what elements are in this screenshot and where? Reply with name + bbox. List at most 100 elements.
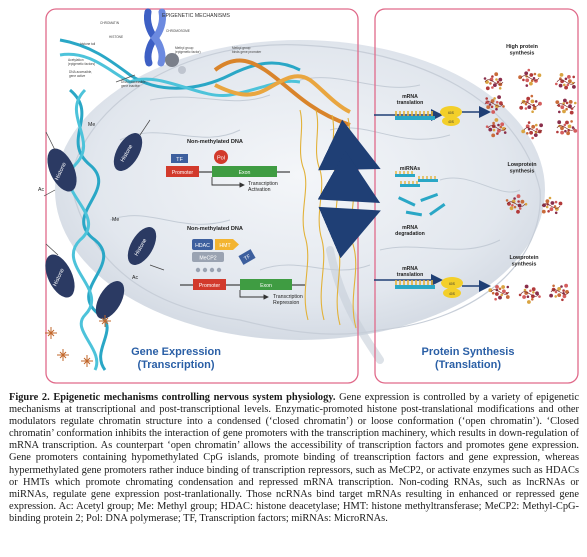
histone-2: Histone [113,133,143,171]
acetylation-label: Acetylation(epigenetic factors) [68,58,95,66]
histone-tail-label: histone tail [80,42,96,46]
caption-body: Gene expression is controlled by a varie… [9,392,579,524]
histone-3: Histone [127,227,157,265]
svg-text:Exon: Exon [239,170,251,176]
svg-text:Promoter: Promoter [199,283,221,289]
epigenetics-figure: EPIGENETIC MECHANISMS CHROMATIN CHROMOSO… [38,8,579,384]
me-label-2: Me [112,217,119,223]
protein-cluster [488,285,510,301]
svg-text:HMT: HMT [219,243,231,249]
svg-text:TF: TF [176,157,183,163]
chromosome-icon [144,8,166,67]
mecp2-block: MeCP2 [192,252,224,262]
histone-1: Histone [47,148,77,192]
chromatin-label: CHROMATIN [100,21,120,25]
chromosome-label: CHROMOSOME [166,29,190,33]
ribosome-1: 60S 40S [440,106,462,126]
protein-cluster [521,121,543,140]
repression-arrow [239,290,269,300]
svg-text:Pol: Pol [217,156,225,162]
tf-block-activation: TF [171,154,188,163]
protein-synthesis-title: Protein Synthesis(Translation) [422,346,515,371]
protein-cluster [519,94,542,113]
methyl-group-icon [178,66,186,74]
svg-text:Promoter: Promoter [172,170,194,176]
svg-text:40S: 40S [448,120,454,124]
ac-label-2: Ac [132,275,138,281]
histone-tails [43,119,165,271]
promoter-block-repression: Promoter [193,279,226,290]
caption-title: Figure 2. Epigenetic mechanisms controll… [9,392,336,403]
activation-arrow [211,177,245,188]
brain-background [55,40,545,364]
mrna-strand-2 [395,280,435,289]
figure-caption: Figure 2. Epigenetic mechanisms controll… [9,392,579,555]
ribosome-2: 60S 40S [441,277,463,298]
svg-text:Exon: Exon [260,283,272,289]
protein-cluster [484,95,505,114]
svg-text:HDAC: HDAC [195,243,210,249]
svg-text:DNA accessible,gene active: DNA accessible,gene active [69,70,92,78]
svg-text:60S: 60S [448,111,454,115]
methyl-bracket-icon [115,74,136,83]
protein-clusters [483,68,578,304]
hmt-block: HMT [215,239,239,250]
methyl-group-epigenetic-label: Methyl group(epigenetic factor) [175,46,201,54]
svg-text:Methyl group(epigenetic factor: Methyl group(epigenetic factor) [175,46,201,54]
histone-label: HISTONE [109,35,123,39]
mrna-fragments [397,192,446,217]
protein-cluster [555,98,577,115]
svg-text:40S: 40S [449,292,455,296]
hdac-block: HDAC [192,239,213,250]
mirna-strands [395,171,438,187]
svg-text:MeCP2: MeCP2 [199,256,216,262]
panel-arrows [317,119,381,259]
histone-4: Histone [45,254,75,298]
protein-cluster [556,120,578,136]
svg-text:Gene Expression(Transcription): Gene Expression(Transcription) [131,346,221,371]
svg-text:TF: TF [243,254,251,262]
activation-heading: Non-methylated DNA [187,139,243,145]
me-label-1: Me [88,122,95,128]
dna-inaccessible-label: DNA inaccessible,gene inactive [121,80,147,88]
methyl-molecules [45,315,111,367]
protein-cluster [518,284,541,304]
exon-block-repression: Exon [240,279,292,290]
dna-helix-top [59,38,351,127]
protein-cluster [483,72,504,91]
dna-helix-vertical [67,88,109,371]
svg-text:Acetylation(epigenetic factors: Acetylation(epigenetic factors) [68,58,95,66]
epigenetic-mechanisms-title: EPIGENETIC MECHANISMS [162,13,231,19]
tf-block-repression: TF [238,249,256,265]
histone-5 [95,281,125,319]
mrna-strand-1 [395,111,435,120]
svg-text:Protein Synthesis(Translation): Protein Synthesis(Translation) [422,346,515,371]
protein-cluster [485,118,507,138]
protein-cluster [555,73,576,90]
pol-badge: Pol [214,150,228,164]
protein-cluster [518,68,542,87]
ac-label-1: Ac [38,187,44,193]
svg-text:60S: 60S [449,282,455,286]
methyl-pins [195,267,222,273]
protein-cluster [505,194,528,214]
svg-text:DNA inaccessible,gene inactive: DNA inaccessible,gene inactive [121,80,147,88]
chromatin-ball-icon [165,53,179,67]
